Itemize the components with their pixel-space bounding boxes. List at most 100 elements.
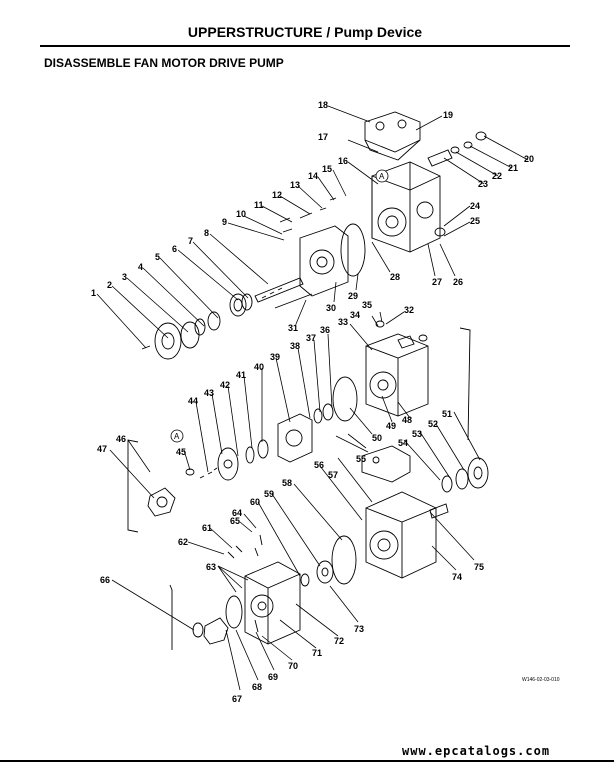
callout-label: 45 bbox=[176, 447, 186, 457]
callout-label: 56 bbox=[314, 460, 324, 470]
callout-label: 54 bbox=[398, 438, 408, 448]
callout-label: 49 bbox=[386, 421, 396, 431]
callout-label: 15 bbox=[322, 164, 332, 174]
callout-label: 31 bbox=[288, 323, 298, 333]
callout-label: 13 bbox=[290, 180, 300, 190]
callout-label: 2 bbox=[107, 280, 112, 290]
callout-label: 25 bbox=[470, 216, 480, 226]
reference-mark-label: A bbox=[174, 432, 180, 441]
callout-label: 3 bbox=[122, 272, 127, 282]
reference-mark-label: A bbox=[379, 172, 385, 181]
callout-label: 9 bbox=[222, 217, 227, 227]
callout-label: 42 bbox=[220, 380, 230, 390]
callout-label: 29 bbox=[348, 291, 358, 301]
callout-label: 32 bbox=[404, 305, 414, 315]
watermark: www.epcatalogs.com bbox=[402, 744, 551, 758]
lower-pump-housing bbox=[365, 491, 437, 579]
diagram-parts bbox=[127, 111, 489, 650]
valve-block-top bbox=[364, 111, 421, 153]
figure-code: W146-02-03-010 bbox=[522, 677, 560, 683]
gasket-lower bbox=[331, 535, 357, 585]
callout-label: 72 bbox=[334, 636, 344, 646]
callout-label: 64 bbox=[232, 508, 242, 518]
cover-plate-upper bbox=[154, 322, 182, 360]
callout-label: 53 bbox=[412, 429, 422, 439]
callout-label: 36 bbox=[320, 325, 330, 335]
callout-label: 41 bbox=[236, 370, 246, 380]
callout-label: 44 bbox=[188, 396, 198, 406]
swash-plate bbox=[217, 447, 239, 481]
callout-label: 59 bbox=[264, 489, 274, 499]
callout-label: 24 bbox=[470, 201, 480, 211]
callout-label: 11 bbox=[254, 200, 264, 210]
port-plate-upper bbox=[299, 225, 349, 297]
callout-label: 30 bbox=[326, 303, 336, 313]
callout-label: 39 bbox=[270, 352, 280, 362]
callout-label: 16 bbox=[338, 156, 348, 166]
callout-label: 28 bbox=[390, 272, 400, 282]
callout-label: 60 bbox=[250, 497, 260, 507]
callout-label: 68 bbox=[252, 682, 262, 692]
callout-label: 23 bbox=[478, 179, 488, 189]
gasket-upper bbox=[340, 223, 366, 277]
callout-label: 61 bbox=[202, 523, 212, 533]
callout-label: 51 bbox=[442, 409, 452, 419]
callout-label: 73 bbox=[354, 624, 364, 634]
fan-motor-housing bbox=[244, 561, 301, 645]
callout-label: 12 bbox=[272, 190, 282, 200]
callout-label: 40 bbox=[254, 362, 264, 372]
callout-label: 22 bbox=[492, 171, 502, 181]
callout-label: 62 bbox=[178, 537, 188, 547]
callout-label: 35 bbox=[362, 300, 372, 310]
drive-shaft-upper bbox=[254, 277, 304, 303]
callout-label: 70 bbox=[288, 661, 298, 671]
callout-label: 50 bbox=[372, 433, 382, 443]
middle-pump-housing bbox=[365, 333, 429, 417]
gasket-middle bbox=[332, 376, 358, 422]
callout-label: 48 bbox=[402, 415, 412, 425]
callout-label: 5 bbox=[155, 252, 160, 262]
callout-label: 19 bbox=[443, 110, 453, 120]
callout-label: 55 bbox=[356, 454, 366, 464]
callout-label: 65 bbox=[230, 516, 240, 526]
callout-label: 67 bbox=[232, 694, 242, 704]
callout-label: 47 bbox=[97, 444, 107, 454]
callout-label: 17 bbox=[318, 132, 328, 142]
callout-label: 58 bbox=[282, 478, 292, 488]
callout-label: 14 bbox=[308, 171, 318, 181]
callout-label: 20 bbox=[524, 154, 534, 164]
callout-label: 69 bbox=[268, 672, 278, 682]
callout-label: 7 bbox=[188, 236, 193, 246]
callout-label: 18 bbox=[318, 100, 328, 110]
callout-label: 74 bbox=[452, 572, 462, 582]
title-rule bbox=[40, 45, 570, 47]
callout-label: 1 bbox=[91, 288, 96, 298]
callout-label: 43 bbox=[204, 388, 214, 398]
callout-label: 75 bbox=[474, 562, 484, 572]
callout-label: 8 bbox=[204, 228, 209, 238]
callout-label: 6 bbox=[172, 244, 177, 254]
section-title: DISASSEMBLE FAN MOTOR DRIVE PUMP bbox=[44, 56, 284, 70]
callout-label: 27 bbox=[432, 277, 442, 287]
callout-label: 46 bbox=[116, 434, 126, 444]
callout-label: 71 bbox=[312, 648, 322, 658]
page-title: UPPERSTRUCTURE / Pump Device bbox=[187, 24, 423, 40]
callout-label: 38 bbox=[290, 341, 300, 351]
leader-lines bbox=[96, 105, 529, 691]
callout-label: 66 bbox=[100, 575, 110, 585]
reference-mark-a-lower: A bbox=[170, 429, 184, 443]
callout-label: 52 bbox=[428, 419, 438, 429]
callout-label: 4 bbox=[138, 262, 143, 272]
callout-labels: 1 2 3 4 5 6 7 8 9 10 11 12 13 14 15 16 1… bbox=[91, 100, 560, 704]
callout-label: 21 bbox=[508, 163, 518, 173]
callout-label: 57 bbox=[328, 470, 338, 480]
callout-label: 37 bbox=[306, 333, 316, 343]
callout-label: 10 bbox=[236, 209, 246, 219]
footer-rule bbox=[0, 760, 614, 762]
cylinder-block bbox=[277, 413, 313, 463]
callout-label: 26 bbox=[453, 277, 463, 287]
callout-label: 63 bbox=[206, 562, 216, 572]
reference-mark-a-upper: A bbox=[375, 169, 389, 183]
callout-label: 34 bbox=[350, 310, 360, 320]
